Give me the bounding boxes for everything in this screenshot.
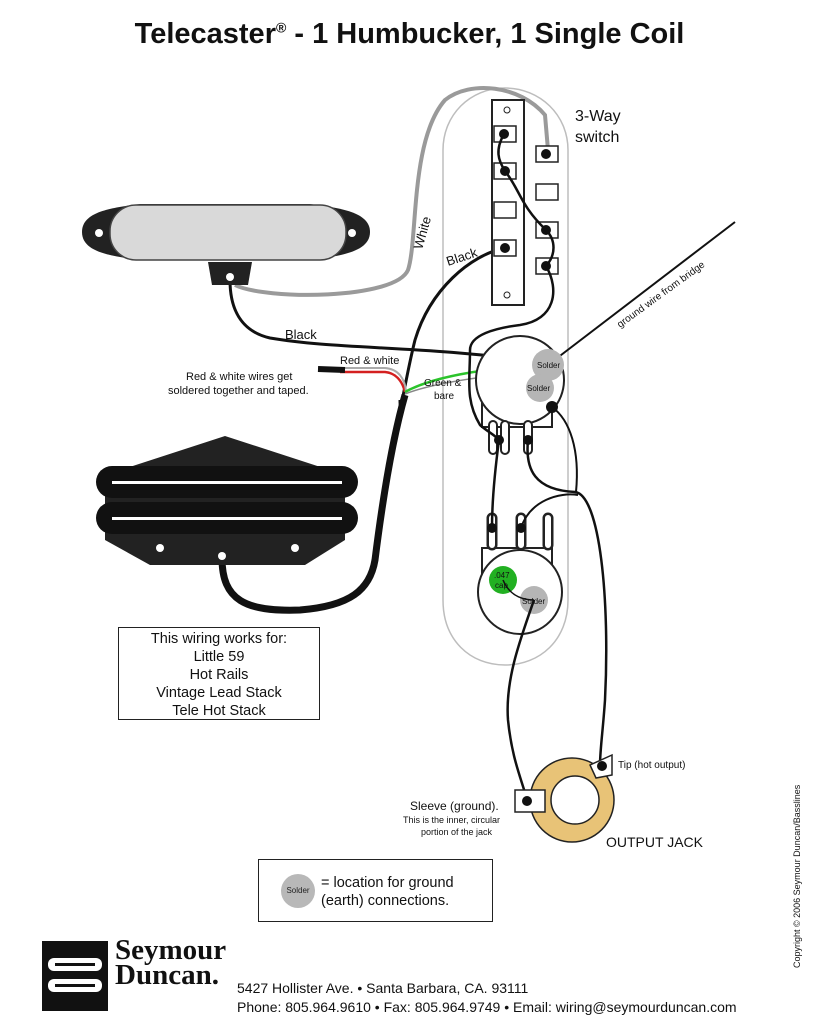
sleeve-label-3: portion of the jack xyxy=(421,827,493,837)
humbucker-pickup xyxy=(96,436,358,565)
white-lead-wire xyxy=(340,367,407,393)
green-bare-label-2: bare xyxy=(434,391,454,402)
cap-wire xyxy=(502,579,535,601)
solder-label-2: Solder xyxy=(527,384,550,393)
copyright-text: Copyright © 2006 Seymour Duncan/Bassline… xyxy=(792,784,802,968)
switch-jumper xyxy=(504,170,555,267)
red-white-label: Red & white xyxy=(340,355,399,367)
title-registered-mark: ® xyxy=(275,19,287,36)
switch-label-2: switch xyxy=(575,129,619,146)
compatible-pickups-box: This wiring works for: Little 59 Hot Rai… xyxy=(118,627,320,720)
compatible-heading: This wiring works for: xyxy=(150,631,288,647)
cap-label-2: cap xyxy=(495,581,508,590)
tone-pot xyxy=(477,512,563,635)
bridge-ground-wire xyxy=(547,221,736,366)
bridge-ground-label: ground wire from bridge xyxy=(615,259,707,330)
control-plate xyxy=(442,87,569,666)
pot-to-jack-wire xyxy=(526,439,608,766)
brand-line: Duncan. xyxy=(115,959,219,991)
red-white-note-2: soldered together and taped. xyxy=(168,385,309,397)
black-wire-neck xyxy=(228,279,541,364)
legend-line: (earth) connections. xyxy=(321,893,450,909)
solder-label-3: Solder xyxy=(522,597,545,606)
brand-line: Seymour xyxy=(115,934,227,966)
black-wire-label-lower: Black xyxy=(285,327,317,342)
sleeve-label-1: Sleeve (ground). xyxy=(410,799,499,813)
output-jack xyxy=(514,753,615,843)
title-text: Telecaster xyxy=(134,18,276,50)
output-jack-label: OUTPUT JACK xyxy=(606,834,704,850)
cap-label-1: .047 xyxy=(494,571,510,580)
tone-wiper-wire xyxy=(520,493,579,529)
volume-pot xyxy=(475,335,565,455)
legend-text: = location for ground (earth) connection… xyxy=(321,874,454,910)
humbucker-cable xyxy=(218,394,409,614)
compatible-item: Hot Rails xyxy=(189,667,249,683)
pot-to-tone-wire xyxy=(490,439,501,529)
sleeve-label-2: This is the inner, circular xyxy=(403,815,500,825)
solder-label-1: Solder xyxy=(537,361,560,370)
compatible-item: Vintage Lead Stack xyxy=(156,685,282,701)
switch-to-pot-wire xyxy=(467,265,555,441)
red-white-note-1: Red & white wires get xyxy=(186,371,292,383)
tip-label: Tip (hot output) xyxy=(618,760,685,771)
brand-wordmark: Seymour Duncan. xyxy=(115,934,227,991)
footer-address: 5427 Hollister Ave. • Santa Barbara, CA.… xyxy=(237,980,529,996)
seymour-duncan-logo-icon xyxy=(42,941,108,1011)
switch-label-1: 3-Way xyxy=(575,108,621,125)
solder-swatch-icon: Solder xyxy=(281,874,315,908)
single-coil-pickup xyxy=(82,204,370,285)
footer-contact: Phone: 805.964.9610 • Fax: 805.964.9749 … xyxy=(237,999,737,1015)
solder-legend-box: Solder = location for ground (earth) con… xyxy=(258,859,493,922)
compatible-item: Little 59 xyxy=(193,649,245,665)
compatible-item: Tele Hot Stack xyxy=(172,703,266,719)
red-wire xyxy=(340,370,407,393)
white-wire xyxy=(234,86,550,297)
title-rest-text: - 1 Humbucker, 1 Single Coil xyxy=(286,18,685,50)
taped-end xyxy=(317,366,346,373)
green-bare-label-1: Green & xyxy=(424,378,462,389)
legend-line: = location for ground xyxy=(321,875,454,891)
black-wire-label-upper: Black xyxy=(444,245,479,269)
diagram-title: Telecaster® - 1 Humbucker, 1 Single Coil xyxy=(0,18,819,51)
pot-ground-wire xyxy=(551,406,578,493)
tone-ground-wire xyxy=(506,599,536,801)
